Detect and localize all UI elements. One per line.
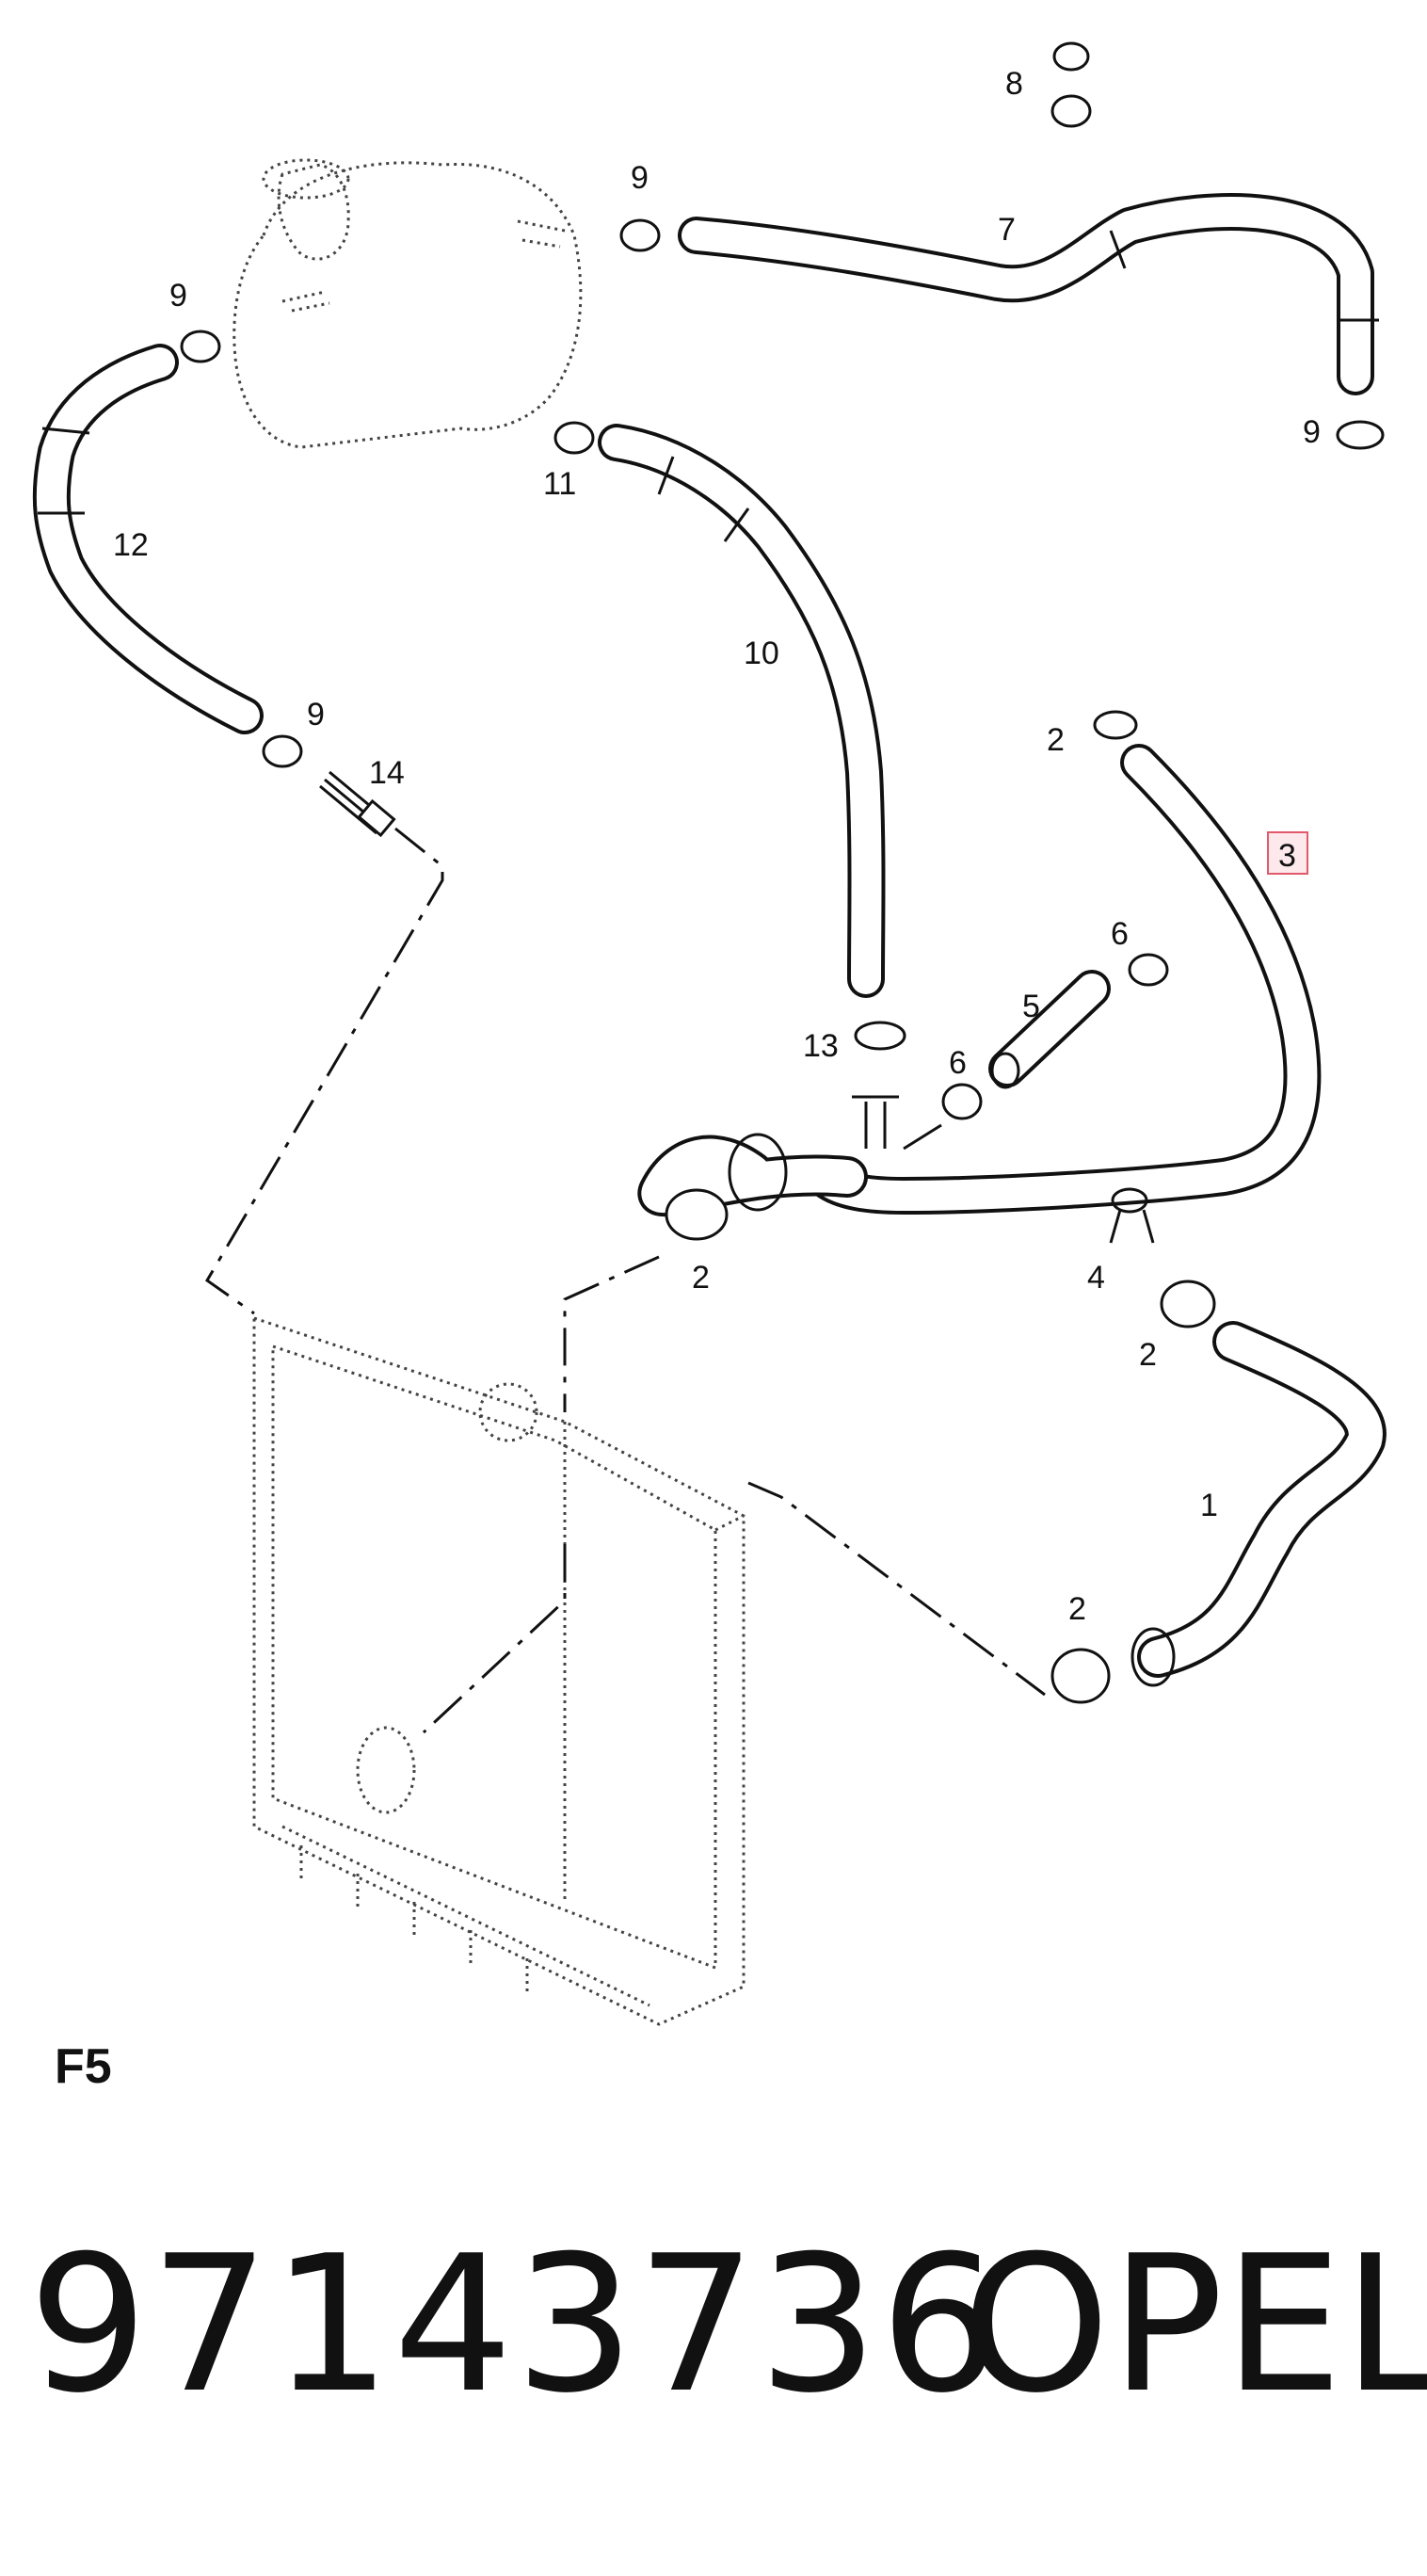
hose-7[interactable] (678, 193, 1379, 395)
drain-screw-14 (319, 770, 396, 838)
callout-1: 1 (1200, 1488, 1218, 1523)
callout-labels: 8 9 7 9 9 11 12 10 9 14 2 3 6 5 13 6 2 4… (113, 66, 1321, 1627)
callout-12: 12 (113, 527, 149, 563)
part-number: 97143736 (28, 2215, 1002, 2435)
leader-lines (205, 827, 1046, 1734)
radiator (252, 1315, 746, 2026)
callout-2: 2 (692, 1260, 710, 1296)
callout-3: 3 (1278, 838, 1296, 874)
hose-1[interactable] (1130, 1321, 1387, 1687)
callout-2: 2 (1139, 1337, 1157, 1373)
expansion-tank (232, 158, 583, 449)
callout-11: 11 (543, 466, 576, 502)
figure-code: F5 (55, 2039, 112, 2094)
callout-9: 9 (1303, 414, 1321, 450)
callout-14: 14 (369, 755, 405, 791)
callout-4: 4 (1087, 1260, 1105, 1296)
brand-name: OPEL (962, 2215, 1427, 2435)
hose-5[interactable] (988, 970, 1111, 1089)
hose-clamps (180, 41, 1385, 1704)
callout-8: 8 (1005, 66, 1023, 102)
callout-9: 9 (169, 278, 187, 314)
callout-5: 5 (1022, 989, 1040, 1024)
callout-10: 10 (744, 636, 779, 671)
callout-6: 6 (1111, 916, 1129, 952)
t-branch-hose[interactable] (637, 1095, 1155, 1244)
callout-7: 7 (998, 212, 1016, 248)
callout-13: 13 (803, 1028, 839, 1064)
callout-9: 9 (307, 697, 325, 733)
hose-10[interactable] (598, 424, 886, 998)
highlight-box-3 (1267, 831, 1308, 875)
callout-6: 6 (949, 1045, 967, 1081)
hose-12[interactable] (32, 344, 264, 734)
callout-2: 2 (1047, 722, 1065, 758)
callout-2: 2 (1068, 1591, 1086, 1627)
callout-9: 9 (631, 160, 649, 196)
hose-3[interactable] (810, 744, 1322, 1215)
